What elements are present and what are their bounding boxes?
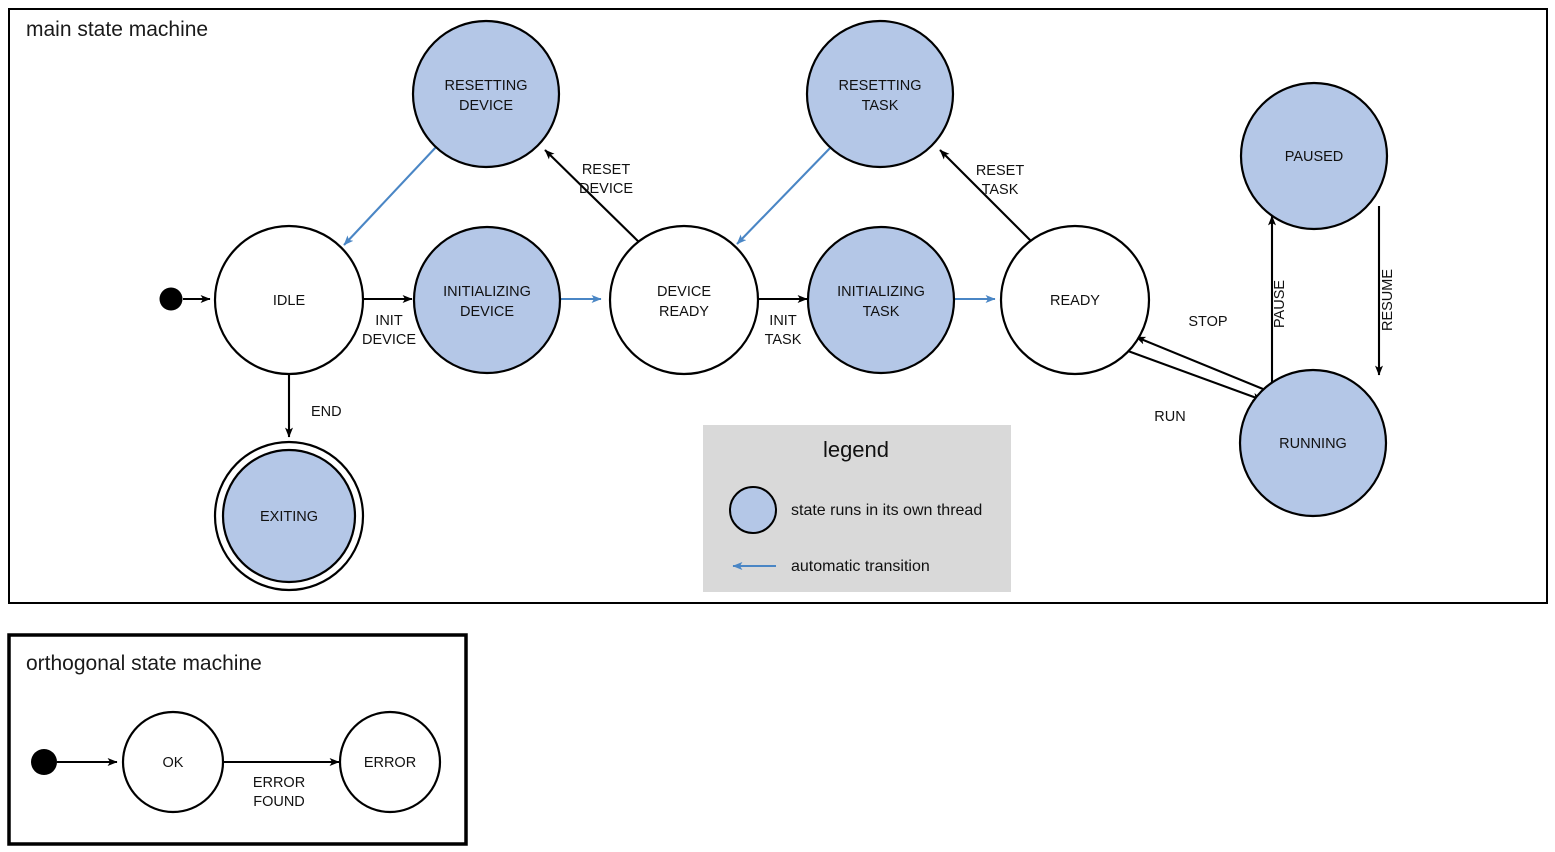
orthogonal-panel-title: orthogonal state machine — [26, 652, 262, 675]
edge-label-init-task-line1: INIT — [769, 313, 797, 329]
orthogonal-initial-state-dot — [31, 749, 57, 775]
state-label-resetting-task-line1: RESETTING — [839, 78, 922, 94]
state-node-initializing-device[interactable]: INITIALIZING DEVICE — [412, 225, 562, 375]
state-label-initializing-task-line2: TASK — [863, 304, 900, 320]
edge-resetting-task-to-device-ready — [736, 145, 833, 245]
state-label-running: RUNNING — [1279, 436, 1347, 452]
state-label-initializing-device-line1: INITIALIZING — [443, 284, 531, 300]
state-label-resetting-device-line2: DEVICE — [459, 98, 513, 114]
state-node-running[interactable]: RUNNING — [1238, 368, 1388, 518]
edge-label-reset-task-line1: RESET — [976, 163, 1024, 179]
edge-label-init-device-line2: DEVICE — [362, 332, 416, 348]
legend-title: legend — [823, 437, 889, 462]
main-panel-title: main state machine — [26, 18, 208, 41]
state-node-resetting-device[interactable]: RESETTING DEVICE — [411, 19, 561, 169]
state-label-initializing-task-line1: INITIALIZING — [837, 284, 925, 300]
state-node-error[interactable]: ERROR — [338, 710, 442, 814]
state-node-device-ready[interactable]: DEVICE READY — [608, 224, 760, 376]
legend-thread-note: state runs in its own thread — [791, 502, 982, 519]
state-label-initializing-device-line2: DEVICE — [460, 304, 514, 320]
state-label-resetting-device-line1: RESETTING — [445, 78, 528, 94]
edge-device-ready-to-resetting-device — [544, 149, 644, 247]
edge-label-pause: PAUSE — [1272, 280, 1288, 328]
state-label-device-ready-line1: DEVICE — [657, 284, 711, 300]
edge-label-reset-task-line2: TASK — [982, 182, 1019, 198]
initial-state-dot — [159, 287, 183, 311]
state-node-ready[interactable]: READY — [999, 224, 1151, 376]
edge-label-stop: STOP — [1188, 314, 1227, 330]
state-label-resetting-task-line2: TASK — [862, 98, 899, 114]
state-node-resetting-task[interactable]: RESETTING TASK — [805, 19, 955, 169]
state-label-idle: IDLE — [273, 293, 306, 309]
edge-label-resume: RESUME — [1380, 269, 1396, 331]
state-node-paused[interactable]: PAUSED — [1239, 81, 1389, 231]
edge-label-reset-device-line2: DEVICE — [579, 181, 633, 197]
edge-resetting-device-to-idle — [343, 145, 438, 246]
edge-label-reset-device-line1: RESET — [582, 162, 630, 178]
state-node-exiting[interactable]: EXITING — [213, 440, 365, 592]
edge-label-end: END — [311, 404, 342, 420]
edge-label-run: RUN — [1154, 409, 1185, 425]
state-node-initializing-task[interactable]: INITIALIZING TASK — [806, 225, 956, 375]
edge-label-init-device-line1: INIT — [375, 313, 403, 329]
state-node-idle[interactable]: IDLE — [213, 224, 365, 376]
edge-ready-to-running — [1127, 350, 1263, 401]
state-label-ok: OK — [163, 755, 184, 771]
legend: legend state runs in its own thread auto… — [703, 425, 1011, 592]
state-label-device-ready-line2: READY — [659, 304, 709, 320]
edge-running-to-ready — [1135, 336, 1264, 390]
legend-auto-note: automatic transition — [791, 558, 930, 575]
edge-ready-to-resetting-task — [939, 149, 1037, 247]
state-node-ok[interactable]: OK — [121, 710, 225, 814]
state-label-exiting: EXITING — [260, 509, 318, 525]
legend-thread-swatch-icon — [729, 486, 777, 534]
edge-label-error-found-line1: ERROR — [253, 775, 305, 791]
state-label-ready: READY — [1050, 293, 1100, 309]
edge-label-error-found-line2: FOUND — [253, 794, 305, 810]
state-label-error: ERROR — [364, 755, 416, 771]
edge-label-init-task-line2: TASK — [765, 332, 802, 348]
state-label-paused: PAUSED — [1285, 149, 1344, 165]
